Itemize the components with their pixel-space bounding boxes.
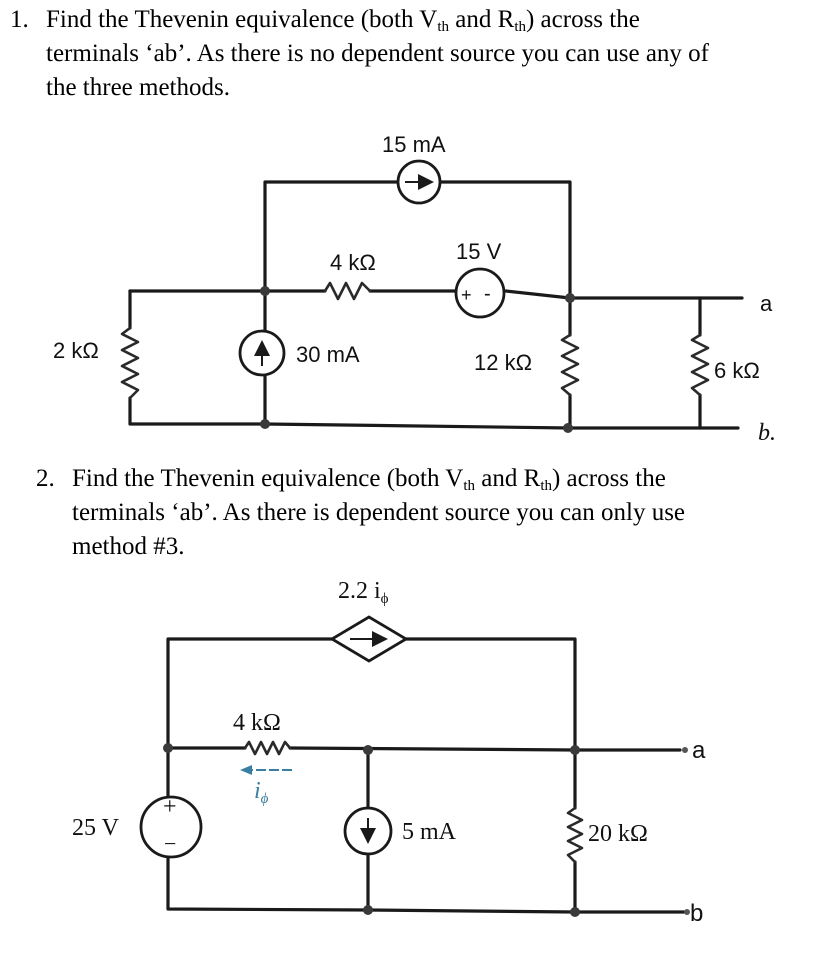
problem-1-text: 1. Find the Thevenin equivalence (both V… (10, 3, 830, 113)
problem-2-line-3: method #3. (72, 533, 185, 560)
c1-label-15v: 15 V (456, 239, 502, 264)
c1-top-loop-wire (263, 180, 572, 300)
c1-label-30ma: 30 mA (296, 342, 360, 367)
c2-label-5ma: 5 mA (402, 819, 457, 845)
circuit-1: 15 mA 4 kΩ + - 15 V 2 kΩ 30 mA 12 kΩ (53, 132, 776, 446)
c1-resistor-2k: 2 kΩ (53, 326, 140, 400)
c2-label-25v: 25 V (72, 815, 120, 841)
c1-current-source-30ma: 30 mA (238, 329, 360, 377)
c1-label-15ma: 15 mA (382, 132, 446, 157)
problem-1-line-1: Find the Thevenin equivalence (both Vth … (46, 6, 640, 35)
c1-terminal-a: a (760, 291, 773, 316)
c1-bottom-wire (263, 422, 740, 430)
c1-node-right-mid (565, 293, 575, 303)
problem-2-text: 2. Find the Thevenin equivalence (both V… (36, 462, 836, 572)
c1-node-left-mid (260, 286, 270, 296)
c1-current-source-15ma: 15 mA (382, 132, 446, 205)
problem-1-number: 1. (10, 6, 29, 33)
c2-terminal-b-pin (684, 909, 690, 915)
svg-text:−: − (164, 831, 176, 856)
c2-dependent-current-source: 2.2 iϕ (329, 578, 409, 663)
c2-resistor-4k: 4 kΩ (233, 710, 292, 756)
c2-top-wire (166, 637, 577, 752)
c2-resistor-20k: 20 kΩ (566, 806, 648, 864)
c2-node-center-bottom (363, 905, 373, 915)
c2-voltage-source-25v: + − 25 V (72, 794, 203, 859)
c1-label-6k: 6 kΩ (714, 358, 760, 383)
c2-label-dependent: 2.2 iϕ (338, 578, 389, 607)
c2-node-left-mid (163, 743, 173, 753)
c2-node-center-mid (363, 745, 373, 755)
c1-label-12k: 12 kΩ (474, 350, 532, 375)
problem-1-line-2: terminals ‘ab’. As there is no dependent… (46, 40, 709, 67)
c1-resistor-4k: 4 kΩ (323, 250, 376, 301)
svg-text:+: + (461, 285, 472, 305)
c2-node-right-bottom (570, 907, 580, 917)
c2-node-right-mid (570, 745, 580, 755)
svg-text:-: - (484, 283, 491, 305)
c1-label-2k: 2 kΩ (53, 338, 99, 363)
c1-node-left-bottom (260, 419, 270, 429)
svg-text:+: + (163, 794, 177, 820)
c2-current-indicator: iϕ (240, 765, 292, 807)
circuit-2: 2.2 iϕ 4 kΩ iϕ + − 25 V 5 mA (72, 578, 706, 927)
c1-resistor-6k: 6 kΩ (690, 333, 760, 397)
c2-label-4k: 4 kΩ (233, 710, 281, 736)
problem-2-line-1: Find the Thevenin equivalence (both Vth … (72, 465, 666, 494)
c1-middle-wire (128, 289, 744, 300)
c1-left-wire (128, 289, 267, 426)
problem-2-number: 2. (36, 465, 55, 492)
c2-label-20k: 20 kΩ (588, 821, 648, 847)
problem-1-line-3: the three methods. (46, 74, 230, 101)
c1-node-right-bottom (563, 423, 573, 433)
c2-terminal-b: b (690, 900, 703, 927)
c2-label-current: iϕ (254, 778, 269, 807)
c2-terminal-a: a (692, 737, 706, 764)
c2-terminal-a-pin (682, 747, 688, 753)
c1-voltage-source-15v: + - 15 V (454, 239, 506, 319)
c1-terminal-b: b. (758, 420, 776, 446)
c1-resistor-12k: 12 kΩ (474, 333, 580, 397)
c1-label-4k: 4 kΩ (330, 250, 376, 275)
c2-current-source-5ma: 5 mA (343, 806, 457, 856)
problem-2-line-2: terminals ‘ab’. As there is dependent so… (72, 499, 686, 526)
